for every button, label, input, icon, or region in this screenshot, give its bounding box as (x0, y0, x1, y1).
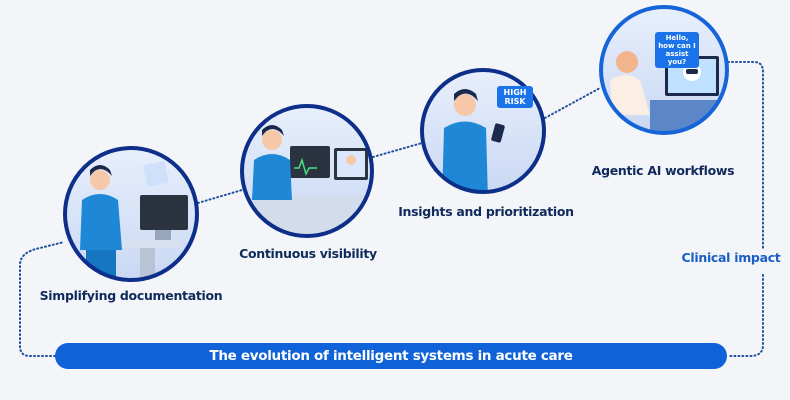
stage-label-continuous-visibility: Continuous visibility (239, 246, 377, 261)
title-banner: The evolution of intelligent systems in … (55, 343, 727, 369)
high-risk-bubble: HIGH RISK (497, 86, 533, 108)
stage-1-illustration (63, 146, 199, 282)
stage-2-illustration (240, 104, 374, 238)
stage-label-agentic-ai-workflows: Agentic AI workflows (591, 163, 735, 178)
connector-lines (19, 61, 764, 357)
ai-greeting-bubble: Hello, how can I assist you? (655, 32, 699, 68)
stage-label-simplifying-documentation: Simplifying documentation (39, 288, 223, 303)
clinical-impact-label: Clinical impact (681, 250, 781, 265)
stage-4-illustration (599, 5, 729, 135)
stage-label-insights-prioritization: Insights and prioritization (398, 204, 574, 219)
